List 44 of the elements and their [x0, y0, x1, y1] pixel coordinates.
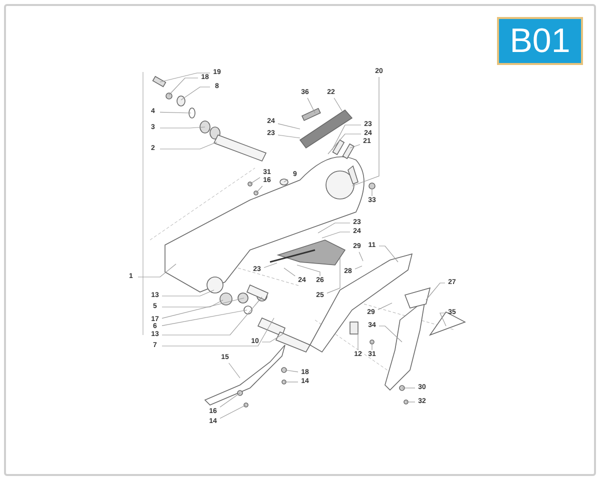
leader-line	[354, 266, 362, 270]
leader-line	[162, 296, 262, 336]
leader-line	[160, 112, 192, 114]
leader-line	[180, 86, 210, 100]
leader-line	[162, 290, 214, 296]
leader-line	[284, 179, 288, 182]
leader-line	[334, 98, 342, 112]
leader-line	[278, 134, 300, 138]
leader-line	[332, 124, 362, 150]
leader-line	[220, 392, 240, 408]
leader-line	[162, 318, 274, 346]
leader-line	[284, 268, 296, 276]
leader-line	[162, 300, 224, 308]
leader-line	[350, 144, 360, 148]
leader-line	[307, 98, 316, 114]
leader-line	[440, 312, 446, 326]
leader-line	[358, 252, 364, 262]
leader-line	[162, 298, 244, 319]
leader-line	[138, 264, 176, 278]
leader-line	[162, 310, 248, 326]
leader-line	[262, 334, 284, 342]
leader-line	[160, 142, 218, 150]
leader-line	[278, 123, 300, 130]
section-code: B01	[497, 17, 583, 65]
leader-line	[220, 404, 246, 419]
leader-line	[160, 126, 206, 128]
leader-line	[352, 76, 380, 186]
leader-line	[328, 134, 362, 154]
leader-line	[318, 222, 350, 234]
leader-line	[264, 262, 278, 268]
leader-line	[378, 302, 392, 310]
leader-line	[326, 258, 340, 294]
leader-line	[426, 282, 446, 300]
leader-line	[250, 177, 260, 184]
leader-line	[322, 232, 350, 238]
leader-line	[296, 264, 320, 276]
swingarm-exploded-drawing	[150, 76, 466, 408]
leader-line	[160, 72, 210, 82]
leader-line	[378, 326, 402, 342]
leader-line	[168, 78, 198, 96]
leader-line	[256, 186, 263, 194]
leader-line	[228, 362, 240, 378]
leader-line	[284, 370, 298, 372]
leader-line	[378, 246, 398, 262]
